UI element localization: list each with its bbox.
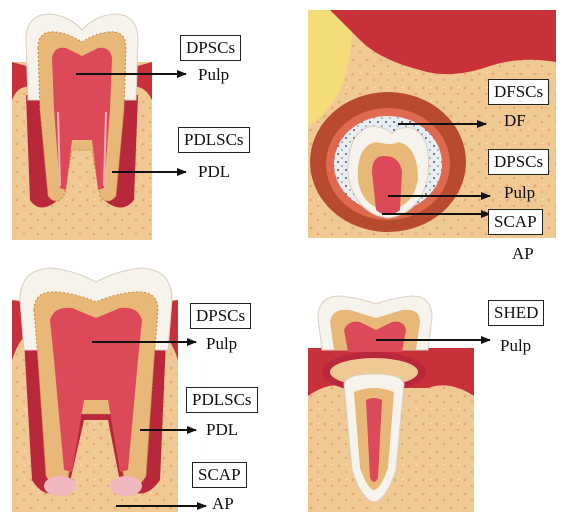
cell-label-box: DPSCs [488, 149, 549, 175]
cell-label-box: SCAP [192, 462, 247, 488]
cell-label-box: SHED [488, 300, 544, 326]
cell-label-box: DPSCs [190, 303, 251, 329]
apical-papilla [110, 476, 142, 496]
pulp [372, 156, 402, 215]
panel-bottom-right [308, 296, 490, 512]
tissue-label: Pulp [500, 336, 531, 356]
panel-top-left [12, 14, 186, 240]
cell-label-box: DFSCs [488, 79, 549, 105]
tissue-label: AP [512, 244, 534, 264]
apical-papilla [44, 476, 76, 496]
tissue-label: Pulp [206, 334, 237, 354]
panel-bottom-left [12, 268, 206, 512]
cell-label-box: SCAP [488, 209, 543, 235]
cell-label-box: PDLSCs [186, 387, 258, 413]
tissue-label: DF [504, 111, 526, 131]
cell-label-box: PDLSCs [178, 127, 250, 153]
tissue-label: Pulp [504, 183, 535, 203]
tissue-label: Pulp [198, 65, 229, 85]
tissue-label: AP [212, 494, 234, 514]
tissue-label: PDL [198, 162, 230, 182]
tissue-label: PDL [206, 420, 238, 440]
cell-label-box: DPSCs [180, 35, 241, 61]
